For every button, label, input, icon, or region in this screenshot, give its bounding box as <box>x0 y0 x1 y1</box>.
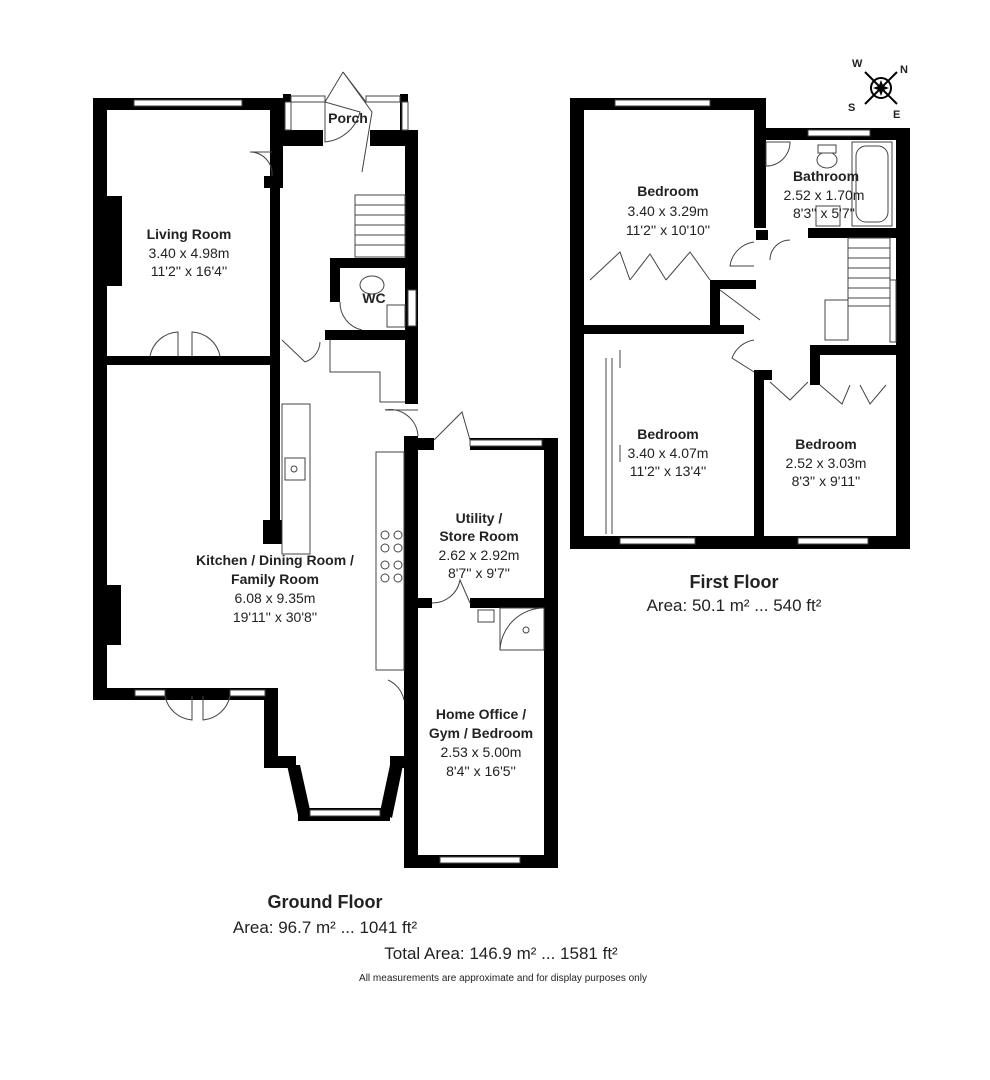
room-metric: 3.40 x 3.29m <box>628 203 709 219</box>
compass-w: W <box>852 58 863 70</box>
room-metric: 2.52 x 3.03m <box>786 455 867 471</box>
floor-title: First Floor <box>690 572 779 592</box>
ground-floor-summary: Ground Floor Area: 96.7 m² ... 1041 ft² <box>233 892 418 937</box>
room-name: Bedroom <box>637 183 698 199</box>
room-imperial: 8'4'' x 16'5'' <box>446 763 516 779</box>
room-home-office: Home Office / Gym / Bedroom 2.53 x 5.00m… <box>429 706 533 779</box>
disclaimer: All measurements are approximate and for… <box>359 973 647 984</box>
room-porch: Porch <box>328 110 368 126</box>
room-metric: 3.40 x 4.07m <box>628 445 709 461</box>
first-floor-summary: First Floor Area: 50.1 m² ... 540 ft² <box>647 572 822 615</box>
room-name-line2: Store Room <box>439 528 518 544</box>
compass-e: E <box>893 109 900 121</box>
room-kitchen: Kitchen / Dining Room / Family Room 6.08… <box>196 552 354 625</box>
compass-rose-icon: W N S E <box>848 58 908 121</box>
room-imperial: 8'7'' x 9'7'' <box>448 565 510 581</box>
room-metric: 6.08 x 9.35m <box>235 590 316 606</box>
room-name: Bedroom <box>795 436 856 452</box>
room-bedroom-1: Bedroom 3.40 x 3.29m 11'2'' x 10'10'' <box>626 183 710 238</box>
room-imperial: 11'2'' x 16'4'' <box>151 263 228 279</box>
room-name: Living Room <box>147 226 232 242</box>
room-imperial: 8'3'' x 9'11'' <box>792 473 861 489</box>
room-utility: Utility / Store Room 2.62 x 2.92m 8'7'' … <box>439 510 520 581</box>
room-metric: 3.40 x 4.98m <box>149 245 230 261</box>
room-name: WC <box>362 290 385 306</box>
compass-s: S <box>848 102 855 114</box>
room-name-line2: Gym / Bedroom <box>429 725 533 741</box>
floor-title: Ground Floor <box>268 892 383 912</box>
room-name: Bathroom <box>793 168 859 184</box>
room-name-line1: Utility / <box>456 510 503 526</box>
floor-area: Area: 50.1 m² ... 540 ft² <box>647 596 822 615</box>
room-name: Porch <box>328 110 368 126</box>
room-imperial: 19'11'' x 30'8'' <box>233 609 317 625</box>
room-wc: WC <box>362 290 385 306</box>
room-bedroom-2: Bedroom 3.40 x 4.07m 11'2'' x 13'4'' <box>628 426 709 479</box>
room-metric: 2.53 x 5.00m <box>441 744 522 760</box>
room-name-line2: Family Room <box>231 571 319 587</box>
room-bathroom: Bathroom 2.52 x 1.70m 8'3'' x 5'7'' <box>784 168 865 221</box>
room-imperial: 8'3'' x 5'7'' <box>793 205 855 221</box>
room-metric: 2.52 x 1.70m <box>784 187 865 203</box>
ground-floor-details <box>133 71 545 864</box>
room-metric: 2.62 x 2.92m <box>439 547 520 563</box>
first-floor-details <box>589 99 897 545</box>
room-name: Bedroom <box>637 426 698 442</box>
total-area: Total Area: 146.9 m² ... 1581 ft² <box>384 944 618 963</box>
room-bedroom-3: Bedroom 2.52 x 3.03m 8'3'' x 9'11'' <box>786 436 867 489</box>
room-imperial: 11'2'' x 13'4'' <box>630 463 707 479</box>
room-name-line1: Home Office / <box>436 706 526 722</box>
room-living-room: Living Room 3.40 x 4.98m 11'2'' x 16'4'' <box>147 226 232 279</box>
floor-area: Area: 96.7 m² ... 1041 ft² <box>233 918 418 937</box>
room-name-line1: Kitchen / Dining Room / <box>196 552 354 568</box>
compass-n: N <box>900 64 908 76</box>
room-imperial: 11'2'' x 10'10'' <box>626 222 710 238</box>
